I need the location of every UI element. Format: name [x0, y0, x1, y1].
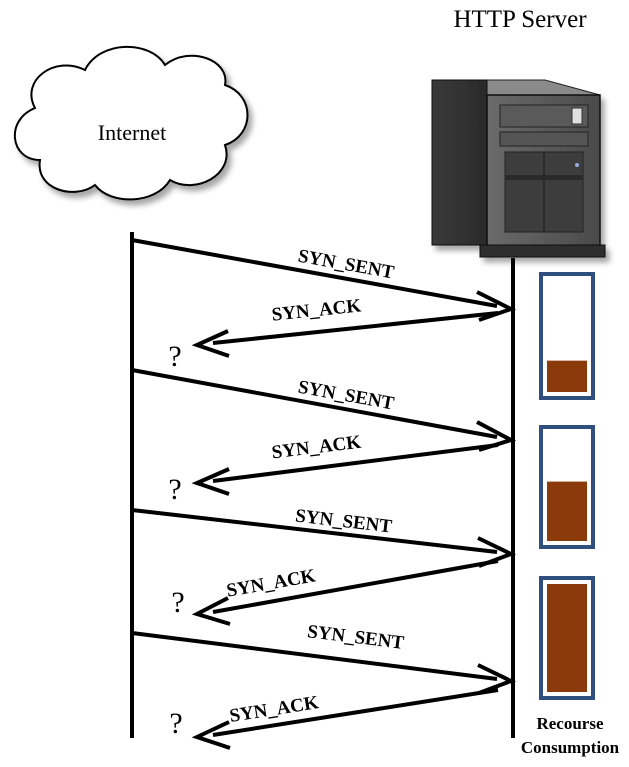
question-mark: ?	[171, 586, 184, 619]
resource-gauge	[539, 576, 595, 700]
exchange: SYN_SENT SYN_ACK ?	[131, 238, 517, 373]
server-tower-icon	[431, 79, 606, 258]
resource-gauge	[539, 272, 595, 400]
resource-gauge-fill	[547, 481, 587, 541]
resource-gauge-fill	[547, 360, 587, 392]
resource-caption-line1: Recourse	[536, 714, 603, 733]
question-mark: ?	[168, 340, 181, 373]
resource-gauge	[539, 425, 595, 549]
question-mark: ?	[168, 473, 181, 506]
resource-gauge-fill	[547, 584, 587, 692]
cloud-label: Internet	[98, 120, 166, 145]
syn-ack-label: SYN_ACK	[271, 295, 363, 325]
resource-caption-line2: Consumption	[521, 738, 620, 757]
resource-gauges	[539, 272, 595, 700]
syn-ack-label: SYN_ACK	[271, 432, 363, 464]
exchange: SYN_SENT SYN_ACK ?	[131, 621, 517, 750]
question-mark: ?	[169, 707, 182, 740]
internet-cloud: Internet	[13, 45, 249, 201]
handshake-exchanges: SYN_SENT SYN_ACK ? SYN_SENT SYN_ACK ? SY…	[131, 238, 517, 750]
server-title: HTTP Server	[453, 6, 587, 33]
exchange: SYN_SENT SYN_ACK ?	[131, 368, 517, 506]
syn-sent-label: SYN_SENT	[306, 621, 405, 654]
exchange: SYN_SENT SYN_ACK ?	[131, 506, 517, 626]
